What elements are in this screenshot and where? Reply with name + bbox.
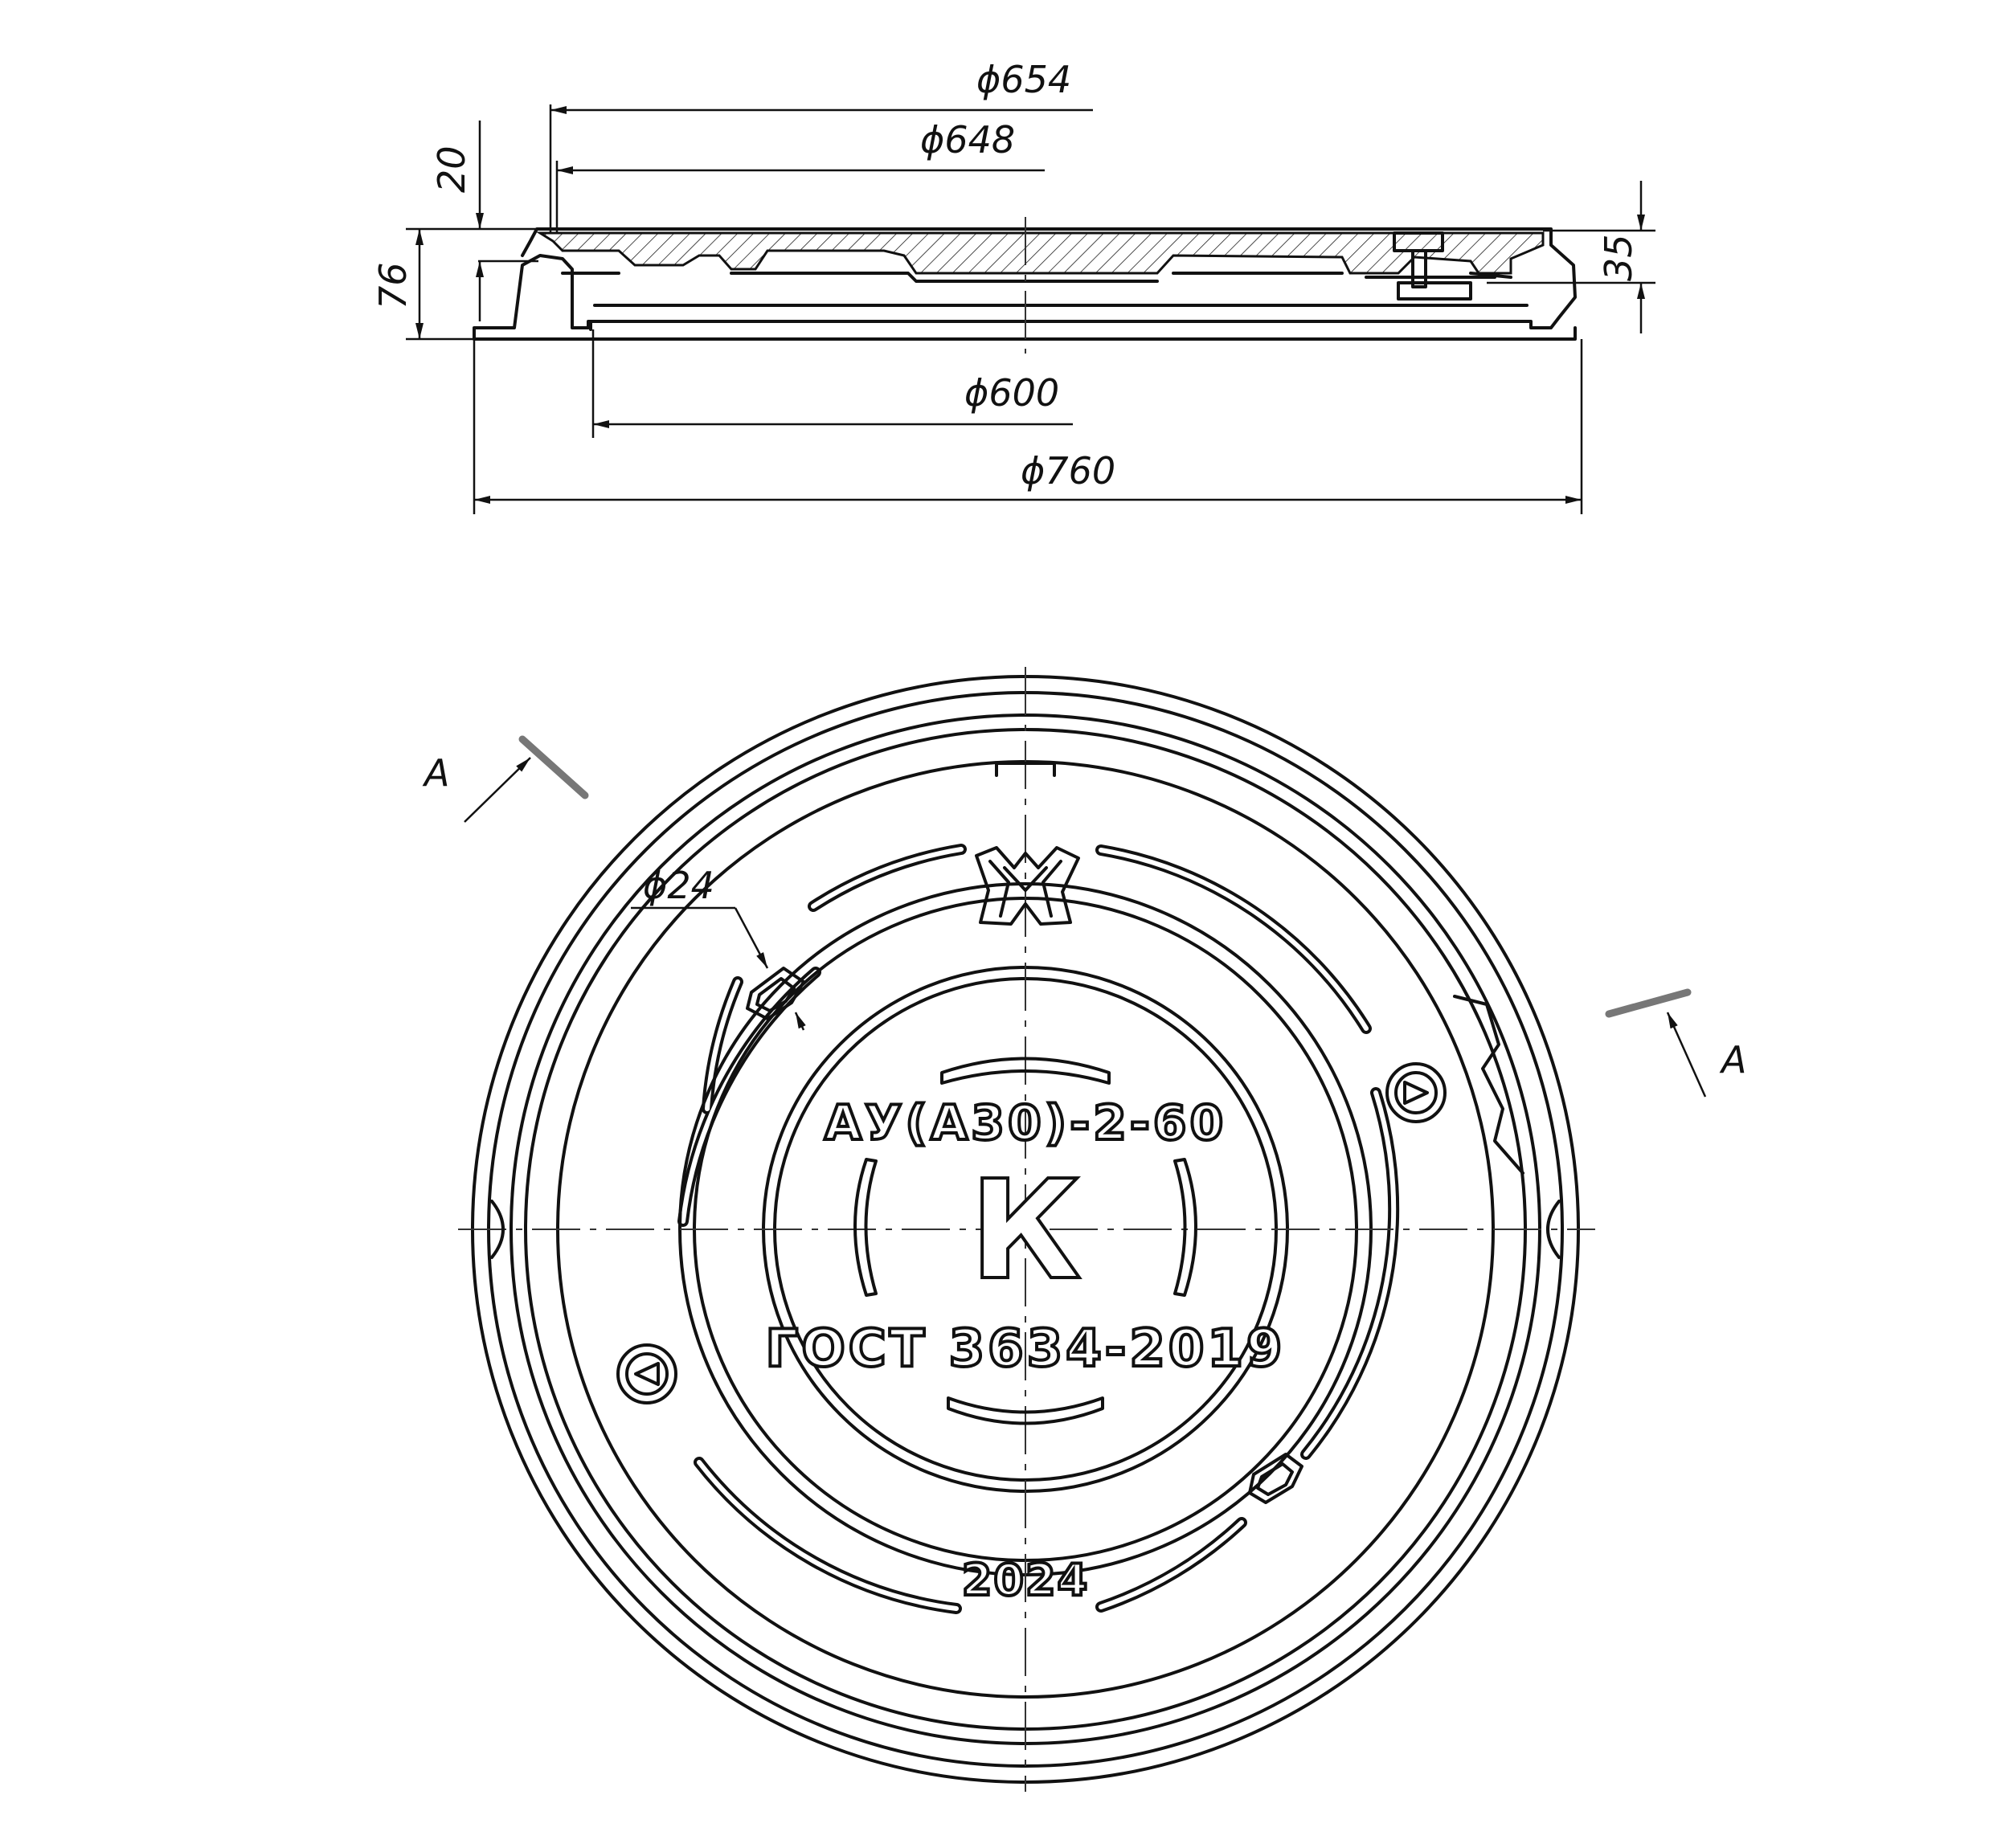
dim-d648-label: ϕ648 bbox=[920, 118, 1015, 161]
top-notch bbox=[995, 762, 1056, 777]
section-mark-left: A bbox=[422, 735, 589, 823]
marking-standard: ГОСТ 3634-2019 bbox=[766, 1319, 1286, 1379]
section-label-right: A bbox=[1719, 1038, 1746, 1081]
arrow-plate-right bbox=[1385, 1062, 1447, 1123]
left-decor-arc bbox=[853, 1158, 878, 1297]
left-notch bbox=[490, 1200, 505, 1259]
lock-detail bbox=[1393, 231, 1512, 301]
dim-h20: 20 bbox=[430, 121, 550, 321]
section-label-left: A bbox=[422, 751, 449, 795]
manufacturer-logo bbox=[975, 846, 1080, 926]
dim-d760-label: ϕ760 bbox=[1021, 449, 1115, 493]
bottom-decor-arc bbox=[947, 1396, 1104, 1425]
side-section-view: ϕ654 ϕ648 ϕ600 ϕ760 20 bbox=[371, 58, 1655, 514]
dim-d648: ϕ648 bbox=[555, 118, 1045, 233]
dim-d654-label: ϕ654 bbox=[976, 58, 1071, 101]
dim-d24: ϕ24 bbox=[631, 864, 806, 1031]
dim-h20-label: 20 bbox=[430, 145, 473, 193]
marking-type: АУ(А30)-2-60 bbox=[825, 1095, 1227, 1151]
dim-h76: 76 bbox=[371, 227, 478, 341]
right-notch bbox=[1546, 1200, 1561, 1259]
right-decor-arc bbox=[1173, 1158, 1197, 1297]
lifting-hole-lower-right bbox=[1248, 1453, 1303, 1504]
dim-d654: ϕ654 bbox=[549, 58, 1093, 233]
dim-d600: ϕ600 bbox=[591, 329, 1073, 438]
dim-d600-label: ϕ600 bbox=[964, 371, 1059, 415]
dim-h35-label: 35 bbox=[1597, 234, 1640, 281]
arrow-plate-left bbox=[616, 1343, 677, 1404]
top-decor-arc bbox=[940, 1057, 1111, 1085]
plan-view: ϕ24 АУ(А30)-2-60 К ГОСТ 3634-2019 2024 bbox=[422, 667, 1746, 1792]
marking-letter: К bbox=[970, 1151, 1082, 1310]
lock-tab bbox=[1453, 995, 1524, 1175]
dim-h76-label: 76 bbox=[371, 262, 415, 309]
lifting-hole-upper-left bbox=[746, 967, 805, 1020]
section-mark-right: A bbox=[1605, 988, 1746, 1098]
dim-d24-label: ϕ24 bbox=[643, 864, 714, 907]
dim-d760: ϕ760 bbox=[473, 339, 1583, 514]
lid-section bbox=[535, 231, 1545, 275]
year-marking: 2024 bbox=[962, 1555, 1089, 1605]
lid-lower-contour bbox=[561, 272, 1496, 283]
dim-h35: 35 bbox=[1487, 181, 1655, 333]
